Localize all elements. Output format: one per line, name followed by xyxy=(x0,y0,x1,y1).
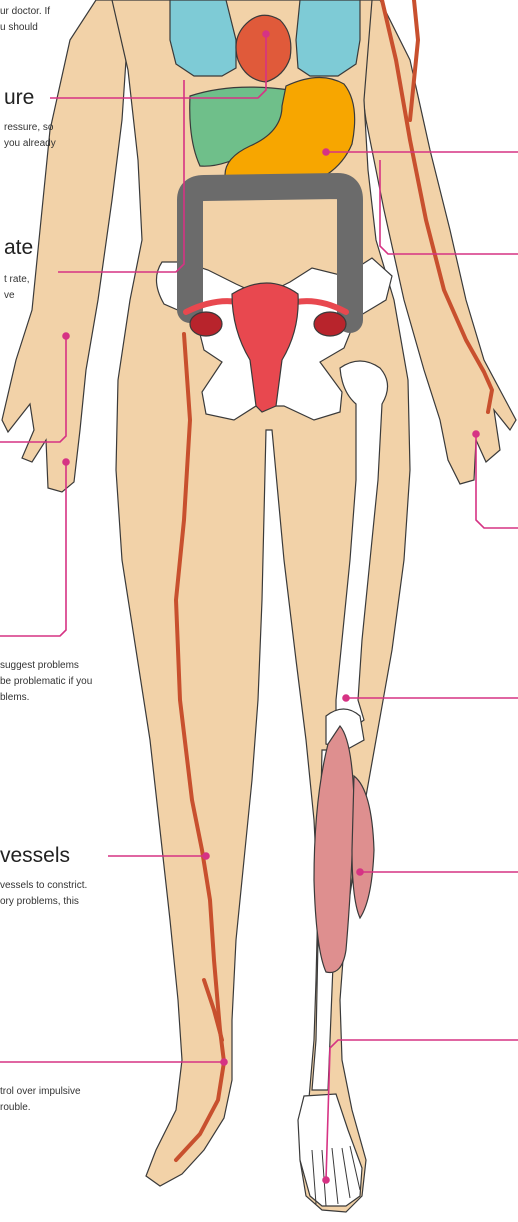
hands-text: suggest problems be problematic if you b… xyxy=(0,658,92,706)
callout-dot-ankle xyxy=(221,1059,227,1065)
left-ovary xyxy=(190,312,222,336)
heart-rate-heading: ate xyxy=(4,236,33,260)
callout-dot-foot xyxy=(323,1177,329,1183)
callout-dot-heart xyxy=(263,31,269,37)
blood-vessels-text: vessels to constrict. ory problems, this xyxy=(0,878,87,910)
left-lung xyxy=(170,0,236,76)
impulse-text: trol over impulsive rouble. xyxy=(0,1084,81,1116)
callout-dot-right-hand xyxy=(473,431,479,437)
callout-dot-left-wrist xyxy=(63,459,69,465)
callout-dot-stomach xyxy=(323,149,329,155)
calf-muscle-small xyxy=(352,776,374,918)
top-fragment-text: ur doctor. If u should xyxy=(0,4,50,36)
callout-dot-femur xyxy=(343,695,349,701)
blood-vessels-heading: vessels xyxy=(0,844,70,868)
right-lung xyxy=(296,0,360,76)
callout-dot-leg-vessel xyxy=(203,853,209,859)
blood-pressure-text: ressure, so you already xyxy=(4,120,56,152)
heart-rate-text: t rate, ve xyxy=(4,272,30,304)
callout-dot-calf xyxy=(357,869,363,875)
blood-pressure-heading: ure xyxy=(4,86,34,110)
callout-dot-left-hand xyxy=(63,333,69,339)
right-ovary xyxy=(314,312,346,336)
